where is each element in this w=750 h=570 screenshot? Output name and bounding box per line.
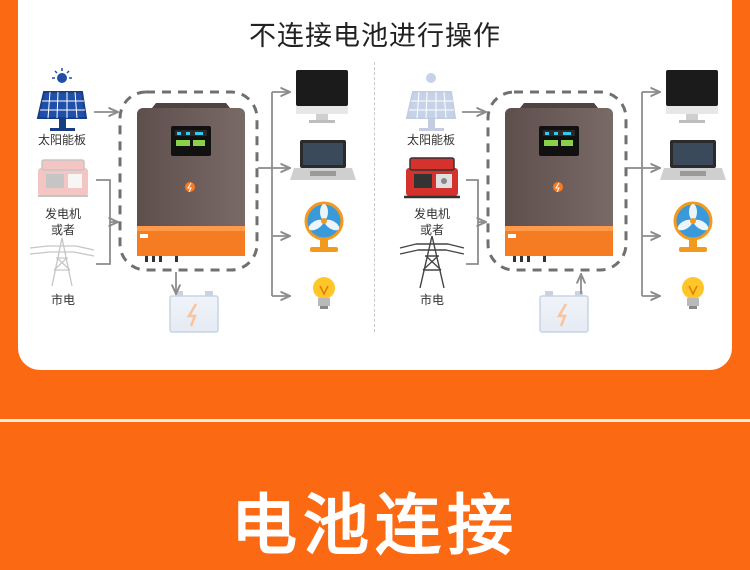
battery-icon [169, 291, 219, 333]
battery-icon [539, 291, 589, 333]
light-bulb-icon [313, 277, 335, 309]
right-or-label: 或者 [419, 223, 444, 237]
laptop-icon [290, 140, 356, 180]
diagram-graphics [29, 68, 726, 333]
left-solar-label: 太阳能板 [37, 133, 86, 147]
light-bulb-icon [682, 277, 704, 309]
solar-panel-icon [405, 73, 457, 131]
left-grid-label: 市电 [50, 293, 75, 307]
generator-icon [404, 157, 460, 199]
power-tower-icon [399, 235, 465, 289]
left-or-label: 或者 [50, 223, 75, 237]
monitor-icon [296, 70, 348, 123]
inverter-icon [505, 103, 613, 262]
right-grid-label: 市电 [419, 293, 444, 307]
section-title: 电池连接 [231, 487, 519, 564]
right-diagram [399, 70, 726, 333]
monitor-icon [666, 70, 718, 123]
center-divider [374, 62, 375, 332]
page-subtitle: 不连接电池进行操作 [249, 21, 501, 52]
fan-icon [673, 201, 713, 252]
right-generator-label: 发电机 [413, 207, 450, 221]
inverter-highlight [118, 90, 259, 272]
solar-panel-icon [36, 68, 88, 131]
fan-icon [304, 201, 344, 252]
power-tower-icon [29, 237, 95, 287]
laptop-icon [660, 140, 726, 180]
right-solar-label: 太阳能板 [406, 133, 455, 147]
inverter-icon [137, 103, 245, 262]
generator-icon [38, 159, 88, 197]
section-divider-line [0, 419, 750, 422]
left-diagram [29, 68, 356, 333]
left-generator-label: 发电机 [44, 207, 81, 221]
inverter-highlight [486, 90, 628, 272]
